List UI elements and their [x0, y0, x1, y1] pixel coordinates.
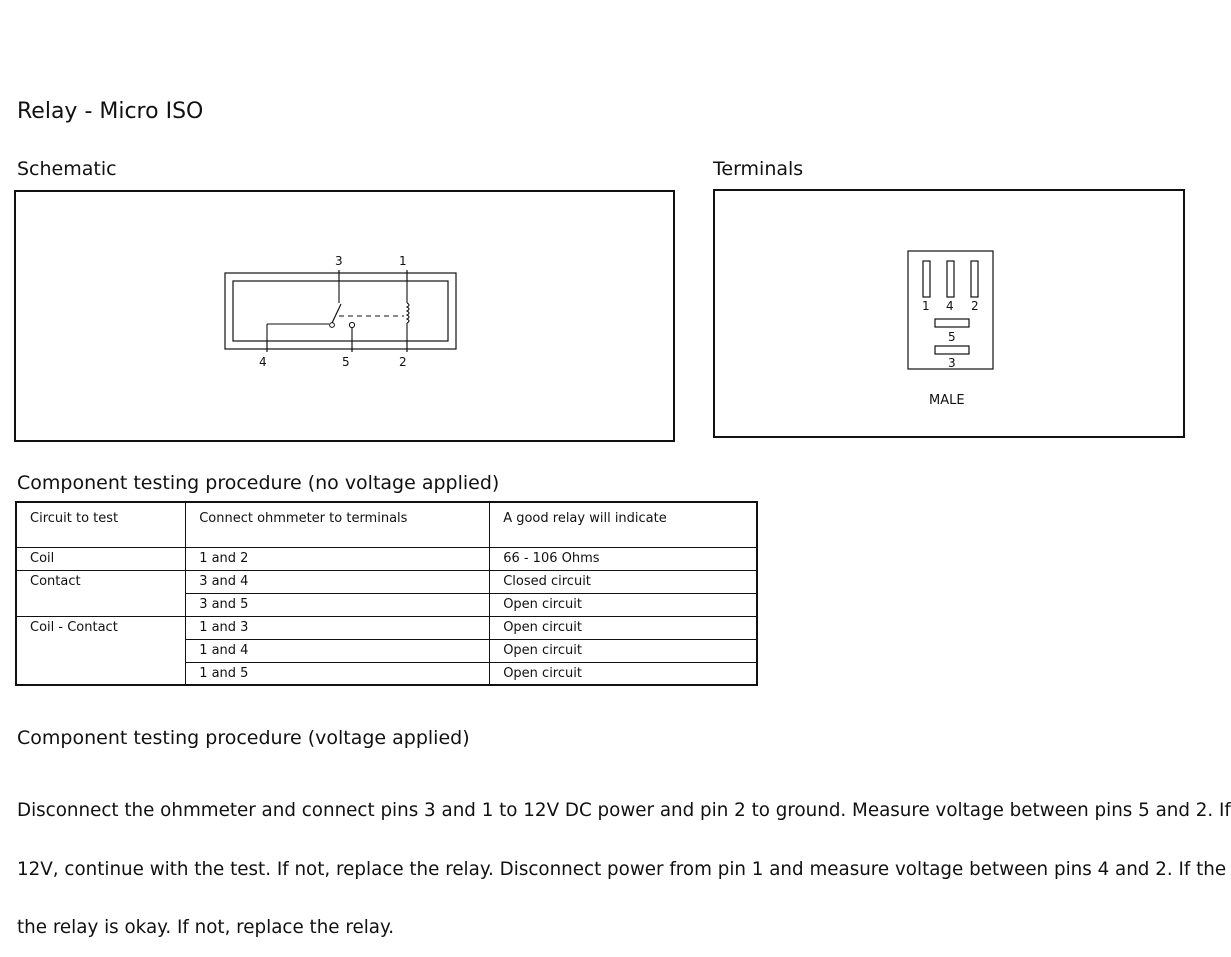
voltage-test-heading: Component testing procedure (voltage app… — [17, 727, 470, 749]
circuit-cell: Coil - Contact — [16, 616, 187, 639]
result-cell: Open circuit — [489, 662, 758, 686]
switch-arm — [331, 303, 342, 324]
nc-contact — [329, 322, 335, 328]
page-title: Relay - Micro ISO — [17, 99, 204, 124]
result-cell: Open circuit — [489, 593, 758, 617]
terminals-cell: 3 and 4 — [185, 570, 491, 594]
table-header-row: Circuit to test Connect ohmmeter to term… — [16, 502, 758, 548]
schematic-pin-2-label: 2 — [399, 355, 407, 369]
table-row: Coil - Contact 1 and 3 Open circuit — [16, 616, 758, 640]
schematic-pin-4-label: 4 — [259, 355, 267, 369]
terminal-blade-2 — [970, 260, 979, 298]
result-cell: Closed circuit — [489, 570, 758, 594]
coil-winding — [405, 302, 410, 324]
component-test-table: Circuit to test Connect ohmmeter to term… — [15, 501, 758, 686]
relay-terminal-diagram: 1 4 2 5 3 MALE — [907, 250, 994, 408]
relay-schematic-diagram: 3 1 4 5 2 — [224, 254, 457, 369]
column-header-circuit: Circuit to test — [16, 502, 187, 548]
terminal-pin-4-label: 4 — [946, 299, 954, 313]
schematic-pin-3-label: 3 — [335, 254, 343, 268]
circuit-cell — [16, 639, 187, 662]
relay-housing-inner — [232, 280, 449, 342]
column-header-result: A good relay will indicate — [489, 502, 758, 548]
voltage-test-procedure: Disconnect the ohmmeter and connect pins… — [17, 762, 1231, 957]
terminals-cell: 3 and 5 — [185, 593, 491, 617]
terminals-cell: 1 and 2 — [185, 547, 491, 571]
terminals-cell: 1 and 4 — [185, 639, 491, 663]
no-voltage-test-heading: Component testing procedure (no voltage … — [17, 472, 500, 494]
table-row: 3 and 5 Open circuit — [16, 593, 758, 617]
result-cell: Open circuit — [489, 639, 758, 663]
circuit-cell: Contact — [16, 570, 187, 593]
terminal-pin-5-label: 5 — [948, 330, 956, 344]
no-contact — [348, 321, 356, 329]
circuit-cell: Coil — [16, 547, 187, 571]
terminal-blade-3 — [934, 345, 970, 355]
schematic-pin-1-label: 1 — [399, 254, 407, 268]
procedure-line: Disconnect the ohmmeter and connect pins… — [17, 800, 1231, 821]
table-row: 1 and 5 Open circuit — [16, 662, 758, 686]
terminal-pin-3-label: 3 — [948, 356, 956, 370]
terminal-blade-1 — [922, 260, 931, 298]
procedure-line: the relay is okay. If not, replace the r… — [17, 917, 395, 938]
schematic-heading: Schematic — [17, 158, 117, 180]
terminal-blade-5 — [934, 318, 970, 328]
terminal-blade-4 — [946, 260, 955, 298]
terminals-caption: MALE — [929, 393, 965, 408]
terminals-panel: 1 4 2 5 3 MALE — [713, 189, 1185, 438]
schematic-pin-5-label: 5 — [342, 355, 350, 369]
terminals-cell: 1 and 5 — [185, 662, 491, 686]
terminal-pin-1-label: 1 — [922, 299, 930, 313]
terminals-heading: Terminals — [713, 158, 804, 180]
relay-housing-outer — [224, 272, 457, 350]
result-cell: Open circuit — [489, 616, 758, 640]
result-cell: 66 - 106 Ohms — [489, 547, 758, 571]
circuit-cell — [16, 662, 187, 686]
table-row: 1 and 4 Open circuit — [16, 639, 758, 663]
procedure-line: 12V, continue with the test. If not, rep… — [17, 858, 1227, 880]
table-row: Coil 1 and 2 66 - 106 Ohms — [16, 547, 758, 571]
schematic-panel: 3 1 4 5 2 — [14, 190, 675, 442]
column-header-terminals: Connect ohmmeter to terminals — [185, 502, 491, 548]
table-row: Contact 3 and 4 Closed circuit — [16, 570, 758, 594]
relay-base-outline — [907, 250, 994, 370]
terminals-cell: 1 and 3 — [185, 616, 491, 640]
circuit-cell — [16, 593, 187, 617]
terminal-pin-2-label: 2 — [971, 299, 979, 313]
